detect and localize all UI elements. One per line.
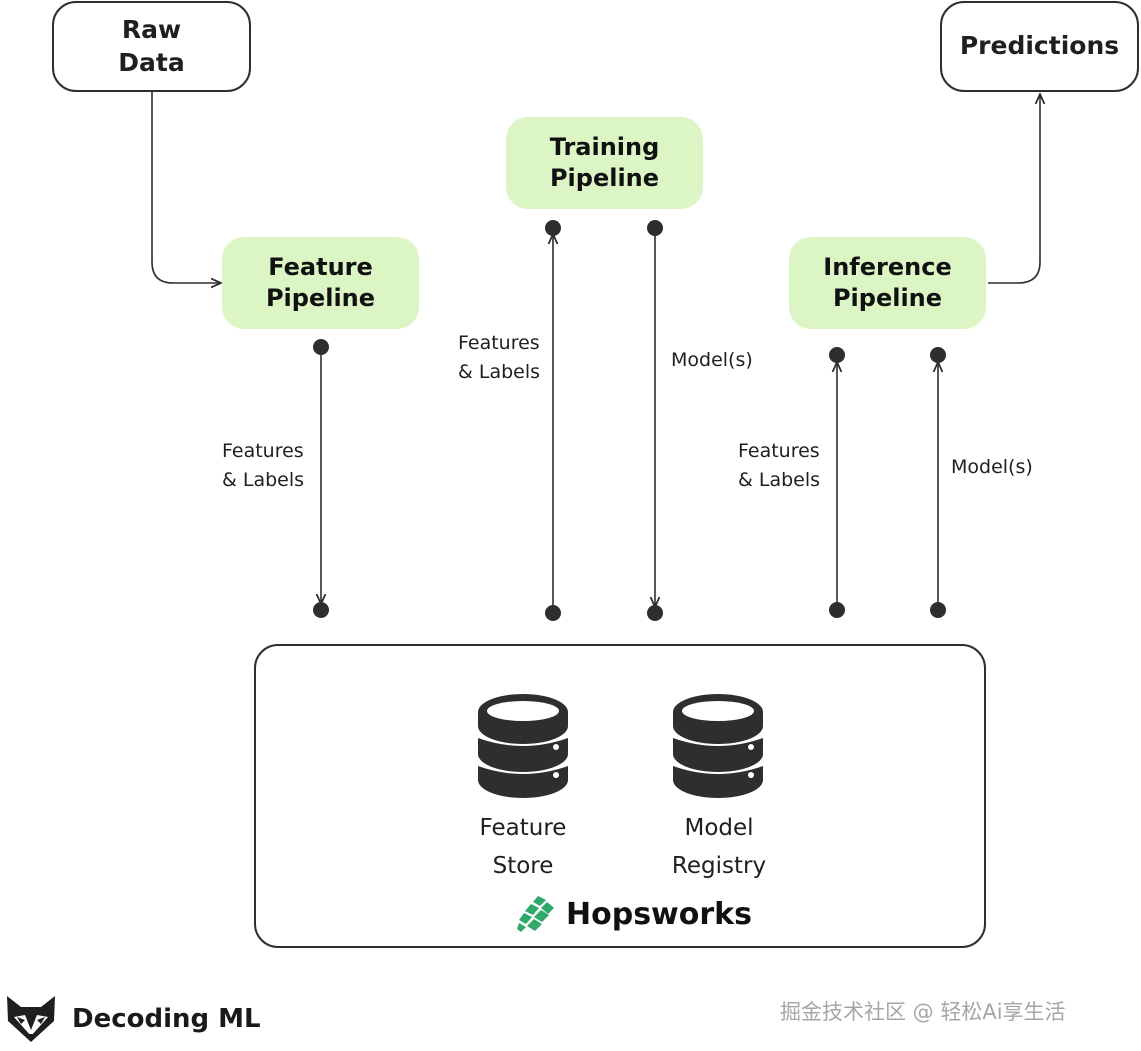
raw-data-node: Raw Data xyxy=(52,1,251,92)
edge-label-store-to-training: Features & Labels xyxy=(458,329,540,388)
edge-label-store-to-inference: Features & Labels xyxy=(738,437,820,496)
label-line: Store xyxy=(492,852,554,879)
node-line: Feature xyxy=(268,252,373,281)
port-dot xyxy=(647,605,663,621)
node-line: Pipeline xyxy=(832,284,943,312)
node-line: Raw xyxy=(121,15,182,44)
edge-inference-to-predictions xyxy=(988,94,1040,284)
port-dot xyxy=(647,220,663,236)
node-line: Training xyxy=(549,132,660,161)
port-dot xyxy=(829,347,845,363)
edge-label-feature-to-store: Features & Labels xyxy=(222,437,304,496)
node-line: Pipeline xyxy=(549,164,660,192)
model-registry-database-icon xyxy=(673,694,763,798)
port-dot xyxy=(313,602,329,618)
port-dot xyxy=(313,339,329,355)
label-line: Features xyxy=(458,332,540,354)
label-line: & Labels xyxy=(222,469,305,492)
training-pipeline-node: Training Pipeline xyxy=(506,117,703,209)
feature-store-database-icon xyxy=(478,694,568,798)
hopsworks-name: Hopsworks xyxy=(566,896,752,932)
hops-logo-icon xyxy=(517,896,554,932)
feature-pipeline-node: Feature Pipeline xyxy=(222,237,419,329)
hopsworks-platform: Feature Store Model Registry Hopsworks xyxy=(254,644,986,948)
edge-label-training-to-registry: Model(s) xyxy=(671,346,753,375)
label-line: Registry xyxy=(671,852,767,879)
label-line: Feature xyxy=(479,815,567,841)
label-line: & Labels xyxy=(738,469,821,492)
edge-label-registry-to-inference: Model(s) xyxy=(951,453,1033,482)
label-line: Features xyxy=(222,440,304,462)
label-line: Model(s) xyxy=(951,456,1033,478)
label-line: Model xyxy=(684,815,754,841)
port-dot xyxy=(930,602,946,618)
node-line: Data xyxy=(118,47,185,77)
label-line: Features xyxy=(738,440,820,462)
feature-store-label: Feature Store xyxy=(443,810,603,886)
edge-raw-data-to-feature-pipeline xyxy=(151,92,221,283)
port-dot xyxy=(545,220,561,236)
watermark-text: 掘金技术社区 @ 轻松Ai享生活 xyxy=(780,1000,1066,1024)
label-line: & Labels xyxy=(458,361,541,384)
model-registry-label: Model Registry xyxy=(639,810,799,886)
hopsworks-brand: Hopsworks xyxy=(516,894,752,934)
fox-icon xyxy=(7,996,55,1042)
node-line: Inference xyxy=(823,252,952,281)
port-dot xyxy=(829,602,845,618)
label-line: Model(s) xyxy=(671,349,753,371)
predictions-node: Predictions xyxy=(940,1,1139,92)
node-line: Pipeline xyxy=(265,284,376,312)
node-line: Predictions xyxy=(959,31,1120,61)
inference-pipeline-node: Inference Pipeline xyxy=(789,237,986,329)
decoding-ml-name: Decoding ML xyxy=(72,1004,261,1034)
port-dot xyxy=(545,605,561,621)
decoding-ml-logo: Decoding ML xyxy=(4,994,261,1044)
port-dot xyxy=(930,347,946,363)
